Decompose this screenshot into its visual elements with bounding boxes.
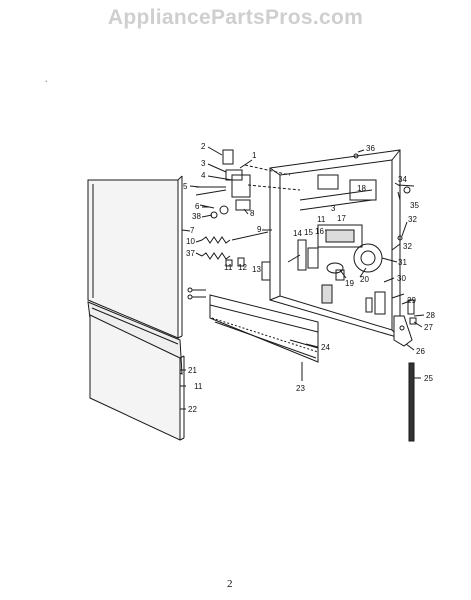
callout-7: 7: [190, 226, 195, 235]
callout-3: 3: [201, 159, 206, 168]
callout-1: 1: [252, 151, 257, 160]
callout-8: 8: [250, 209, 255, 218]
callout-27: 27: [424, 323, 433, 332]
callout-34: 34: [398, 175, 407, 184]
callout-20: 20: [360, 275, 369, 284]
leader-lines: [180, 146, 425, 410]
callout-32a: 32: [408, 215, 417, 224]
callout-5: 5: [183, 182, 188, 191]
page-number: 2: [227, 578, 233, 590]
callout-23: 23: [296, 384, 305, 393]
callout-31: 31: [398, 258, 407, 267]
callout-12: 12: [238, 263, 247, 272]
callout-6: 6: [195, 202, 200, 211]
callout-14: 14: [293, 229, 302, 238]
callout-26: 26: [416, 347, 425, 356]
callout-11c: 11: [194, 382, 203, 391]
callout-4: 4: [201, 171, 206, 180]
callout-3b: 3: [331, 204, 336, 213]
callout-13: 13: [252, 265, 261, 274]
callout-36: 36: [366, 144, 375, 153]
callout-29: 29: [407, 296, 416, 305]
callout-18: 18: [357, 184, 366, 193]
inner-door-liner: [269, 149, 401, 339]
callout-21: 21: [188, 366, 197, 375]
callout-35: 35: [410, 201, 419, 210]
callout-24: 24: [321, 343, 330, 352]
callout-25: 25: [424, 374, 433, 383]
callout-9: 9: [257, 225, 262, 234]
hinge-arm: [393, 299, 417, 347]
callout-labels: 2 1 3 4 5 6 8 38 7 9 10 37 11 12 13 14 1…: [183, 142, 435, 414]
callout-15: 15: [304, 228, 313, 237]
bottom-channel: [209, 294, 319, 363]
callout-28: 28: [426, 311, 435, 320]
callout-30: 30: [397, 274, 406, 283]
door-cable-spring: [408, 362, 415, 442]
rinse-dispenser-parts: [287, 239, 344, 274]
callout-17: 17: [337, 214, 346, 223]
callout-2: 2: [201, 142, 206, 151]
callout-10: 10: [186, 237, 195, 246]
watermark: AppliancePartsPros.com: [107, 6, 364, 29]
callout-16: 16: [315, 227, 324, 236]
door-springs: [201, 231, 269, 260]
right-fasteners: [353, 153, 415, 241]
outer-door-panel: [87, 175, 183, 339]
callout-11b: 11: [317, 215, 326, 224]
callout-37: 37: [186, 249, 195, 258]
small-hardware: [187, 257, 271, 300]
callout-38: 38: [192, 212, 201, 221]
callout-32b: 32: [403, 242, 412, 251]
stray-mark: `: [45, 80, 48, 89]
callout-11a: 11: [224, 263, 233, 272]
callout-19: 19: [345, 279, 354, 288]
callout-22: 22: [188, 405, 197, 414]
